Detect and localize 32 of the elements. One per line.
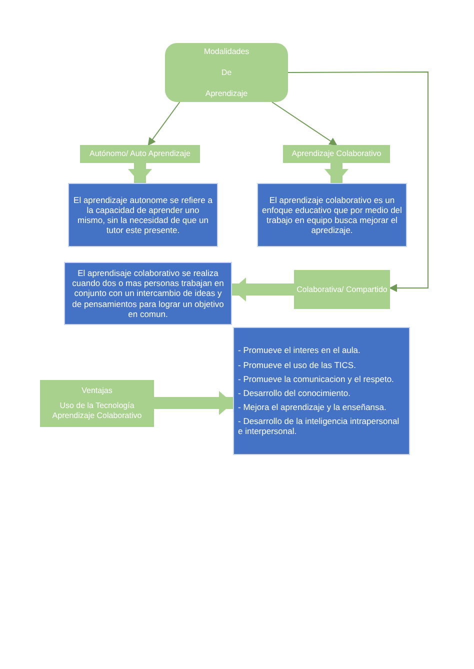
node-text: De bbox=[221, 66, 232, 78]
arrow bbox=[288, 72, 428, 292]
node-text: Colaborativa/ Compartido bbox=[296, 284, 388, 294]
node-text: Autónomo/ Auto Aprendizaje bbox=[90, 149, 190, 159]
node-text: - Promueve el interes en el aula. bbox=[238, 345, 362, 356]
text-box bbox=[68, 183, 218, 247]
node-text: - Promueve el uso de las TICS. bbox=[238, 360, 357, 370]
rounded-box bbox=[165, 43, 288, 102]
node-text: Aprendizaje Colaborativo bbox=[292, 149, 382, 159]
node-text: - Mejora el aprendizaje y la enseñansa. bbox=[238, 402, 388, 412]
node-text: - Desarrollo del conocimiento. bbox=[238, 388, 352, 398]
label-box bbox=[40, 380, 154, 427]
block-arrow bbox=[128, 163, 152, 183]
node-text: - Desarrollo de la inteligencia intrapersonal e interpersonal. bbox=[238, 416, 400, 437]
arrow bbox=[272, 102, 338, 146]
node-text: Aprendizaje bbox=[205, 88, 248, 100]
node-text: El aprendizaje colaborativo es un enfoque educativo que por medio del trabajo en equipo busca mejorar el apredizaje. bbox=[262, 194, 402, 236]
node-text: Modalidades bbox=[204, 46, 250, 58]
label-box bbox=[294, 270, 390, 309]
text-box bbox=[64, 262, 232, 325]
node-text: El aprendizaje autonome se refiere a la capacidad de aprender uno mismo, sin la necesidad de que un tutor este presente. bbox=[73, 194, 213, 236]
block-arrow bbox=[232, 278, 294, 302]
label-box bbox=[283, 145, 390, 163]
node-text: - Promueve la comunicacion y el respeto. bbox=[238, 374, 395, 384]
label-box bbox=[80, 145, 200, 163]
block-arrow bbox=[324, 163, 348, 183]
list-box bbox=[233, 327, 410, 455]
node-text: El aprendisaje colaborativo se realiza cuando dos o mas personas trabajan en conjunto con un intercambio de ideas y de pensamientos para lograr un objetivo en comun. bbox=[71, 268, 225, 319]
node-text: Ventajas bbox=[82, 386, 112, 396]
text-box bbox=[257, 183, 407, 247]
node-text: Uso de la Tecnología Aprendizaje Colaborativo bbox=[51, 401, 143, 421]
arrow bbox=[148, 102, 180, 146]
